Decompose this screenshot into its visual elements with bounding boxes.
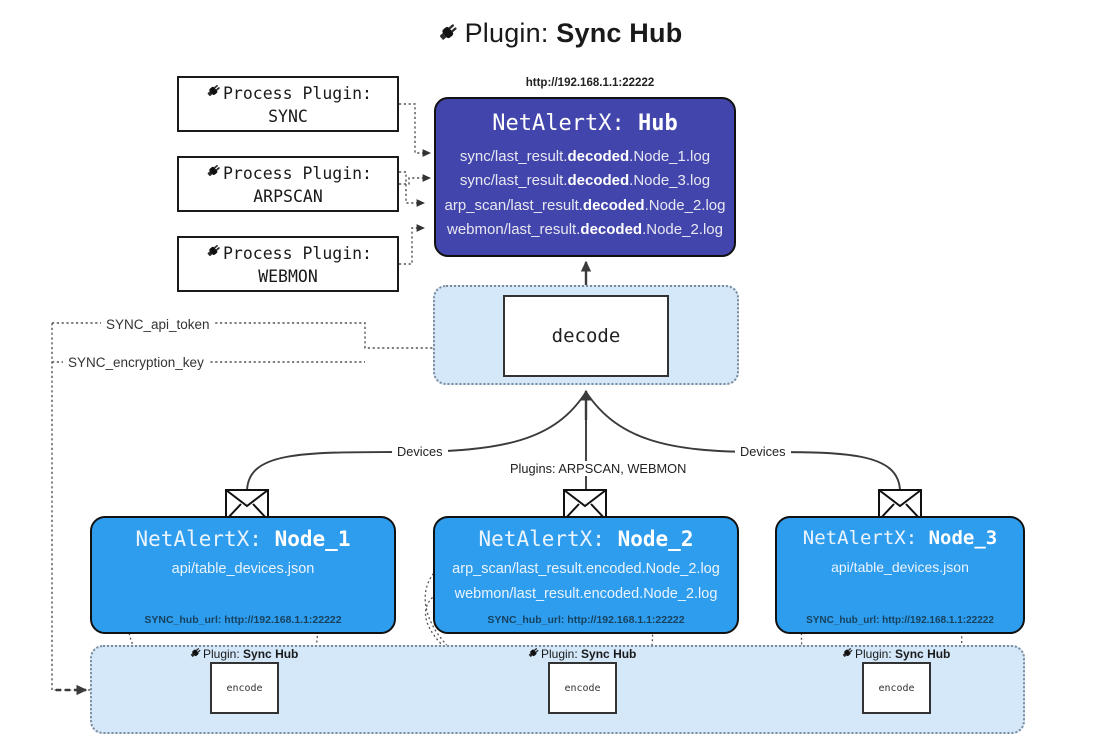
hub-log-list: sync/last_result.decoded.Node_1.log sync… — [436, 145, 734, 242]
node-line: arp_scan/last_result.encoded.Node_2.log — [452, 561, 720, 577]
envelope-icon — [225, 489, 269, 521]
encoder-caption-prefix: Plugin: — [541, 647, 578, 661]
process-plugin-webmon[interactable]: Process Plugin: WEBMON — [177, 236, 399, 292]
hub-log-entry: sync/last_result.decoded.Node_3.log — [459, 172, 711, 190]
node-node-1[interactable]: NetAlertX: Node_1 api/table_devices.json… — [90, 516, 396, 634]
hub-title: NetAlertX: Hub — [436, 111, 734, 136]
hub-log-entry: webmon/last_result.decoded.Node_2.log — [447, 220, 723, 238]
encoder-caption: Plugin: Sync Hub — [188, 645, 298, 663]
title-prefix: Plugin: — [464, 18, 549, 48]
hub-log-entry: arp_scan/last_result.decoded.Node_2.log — [444, 196, 726, 214]
node-line-list: api/table_devices.json — [777, 555, 1023, 579]
process-plugin-label: Process Plugin: — [222, 243, 372, 263]
encoder-caption: Plugin: Sync Hub — [840, 645, 950, 663]
edge-label-devices-right: Devices — [735, 444, 791, 459]
encoder-caption-name: Sync Hub — [581, 647, 637, 661]
edge-label-plugins: Plugins: ARPSCAN, WEBMON — [505, 461, 692, 476]
label-sync-api-token: SYNC_api_token — [101, 317, 215, 332]
node-title: NetAlertX: Node_3 — [802, 527, 998, 549]
node-title: NetAlertX: Node_2 — [478, 527, 694, 551]
node-title: NetAlertX: Node_1 — [135, 527, 351, 551]
encode-box[interactable]: encode — [548, 662, 617, 714]
encode-box[interactable]: encode — [862, 662, 931, 714]
node-line: webmon/last_result.encoded.Node_2.log — [454, 585, 718, 602]
process-plugin-name: WEBMON — [258, 266, 318, 286]
encoder-caption-prefix: Plugin: — [203, 647, 240, 661]
envelope-icon — [563, 489, 607, 521]
plug-icon — [204, 81, 223, 105]
node-line: api/table_devices.json — [171, 561, 315, 577]
node-footer: SYNC_hub_url: http://192.168.1.1:22222 — [487, 614, 685, 626]
plug-icon — [204, 241, 223, 265]
plug-icon — [840, 645, 855, 663]
node-footer: SYNC_hub_url: http://192.168.1.1:22222 — [806, 615, 994, 626]
encode-box[interactable]: encode — [210, 662, 279, 714]
process-plugin-sync[interactable]: Process Plugin: SYNC — [177, 76, 399, 132]
node-line-list: api/table_devices.json — [92, 557, 394, 582]
hub-node[interactable]: NetAlertX: Hub sync/last_result.decoded.… — [434, 97, 736, 257]
process-plugin-name: SYNC — [268, 106, 308, 126]
title-name: Sync Hub — [556, 18, 683, 48]
hub-title-prefix: NetAlertX: — [492, 111, 625, 136]
hub-log-entry: sync/last_result.decoded.Node_1.log — [459, 148, 711, 165]
process-plugin-label: Process Plugin: — [222, 83, 372, 103]
edge-label-devices-left: Devices — [392, 444, 448, 459]
encoder-caption-prefix: Plugin: — [855, 647, 892, 661]
plug-icon — [188, 645, 203, 663]
page-title: Plugin: Sync Hub — [0, 18, 1117, 52]
process-plugin-label: Process Plugin: — [222, 163, 372, 183]
node-node-2[interactable]: NetAlertX: Node_2 arp_scan/last_result.e… — [433, 516, 739, 634]
label-sync-encryption-key: SYNC_encryption_key — [63, 355, 209, 370]
node-line-list: arp_scan/last_result.encoded.Node_2.log … — [435, 557, 737, 607]
hub-title-name: Hub — [637, 111, 678, 136]
node-node-3[interactable]: NetAlertX: Node_3 api/table_devices.json… — [775, 516, 1025, 634]
encoder-caption-name: Sync Hub — [895, 647, 951, 661]
plug-icon — [204, 161, 223, 185]
decode-box[interactable]: decode — [503, 295, 669, 377]
encoder-caption: Plugin: Sync Hub — [526, 645, 636, 663]
process-plugin-name: ARPSCAN — [253, 186, 323, 206]
hub-url-label: http://192.168.1.1:22222 — [525, 77, 655, 89]
process-plugin-arpscan[interactable]: Process Plugin: ARPSCAN — [177, 156, 399, 212]
node-footer: SYNC_hub_url: http://192.168.1.1:22222 — [144, 614, 342, 626]
node-line: api/table_devices.json — [831, 559, 969, 575]
encoder-caption-name: Sync Hub — [243, 647, 299, 661]
plug-icon — [435, 19, 461, 52]
plug-icon — [526, 645, 541, 663]
